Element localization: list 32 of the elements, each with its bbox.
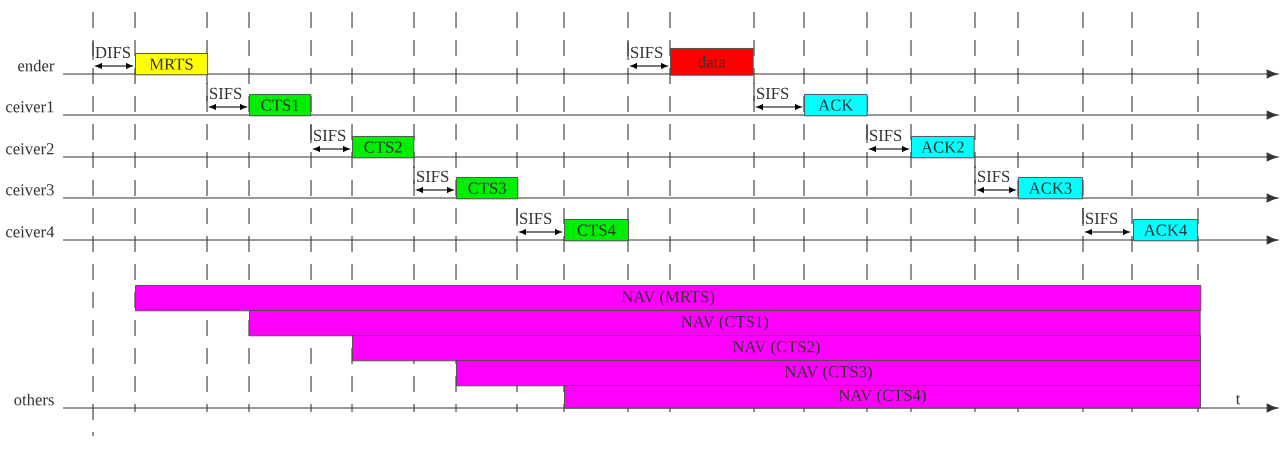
row-label: others — [14, 393, 54, 406]
frame-box: ACK — [804, 94, 868, 117]
interval-label: SIFS — [520, 212, 552, 225]
interval-label: SIFS — [978, 170, 1010, 183]
frame-box: CTS4 — [564, 219, 629, 242]
nav-bar: NAV (CTS3) — [456, 360, 1201, 387]
interval-label: SIFS — [1086, 212, 1118, 225]
frame-box: ACK3 — [1018, 177, 1083, 200]
row-label: ceiver1 — [6, 101, 54, 113]
nav-bar: NAV (MRTS) — [135, 285, 1202, 312]
row-label: ceiver2 — [6, 143, 54, 155]
frame-box: CTS2 — [352, 136, 415, 159]
frame-box: CTS1 — [249, 94, 312, 117]
interval-label: SIFS — [631, 46, 663, 59]
interval-label: SIFS — [417, 170, 449, 183]
interval-label: SIFS — [314, 129, 346, 142]
nav-bar: NAV (CTS2) — [352, 335, 1201, 362]
frame-box: ACK2 — [911, 136, 975, 159]
frame-box: ACK4 — [1133, 219, 1198, 242]
nav-bar: NAV (CTS1) — [249, 310, 1201, 337]
row-label: ceiver4 — [6, 226, 55, 238]
axis-label: t — [1235, 394, 1241, 405]
interval-label: DIFS — [95, 46, 131, 59]
frame-box: MRTS — [135, 53, 208, 76]
frame-box: data — [670, 48, 754, 76]
nav-bar: NAV (CTS4) — [564, 385, 1201, 409]
row-label: ender — [18, 59, 55, 72]
interval-label: SIFS — [870, 129, 902, 142]
frame-box: CTS3 — [456, 177, 519, 200]
row-label: ceiver3 — [6, 184, 54, 196]
interval-label: SIFS — [757, 87, 789, 100]
interval-label: SIFS — [210, 87, 242, 100]
